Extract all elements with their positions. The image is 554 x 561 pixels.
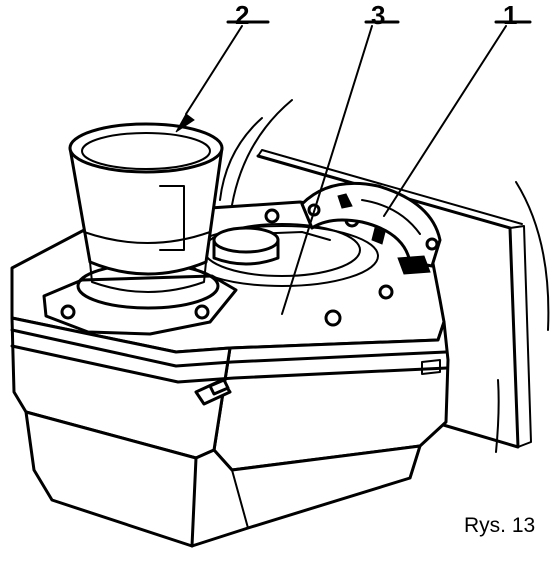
side-nozzle <box>194 378 232 406</box>
callout-label-3: 3 <box>371 0 385 30</box>
callout-label-1: 1 <box>503 0 517 30</box>
motion-arcs <box>219 99 550 453</box>
figure-caption: Rys. 13 <box>464 514 535 537</box>
callout-label-2: 2 <box>235 0 249 30</box>
leader-lines <box>175 20 532 315</box>
vessel <box>42 122 238 336</box>
flange-plate <box>300 181 442 275</box>
